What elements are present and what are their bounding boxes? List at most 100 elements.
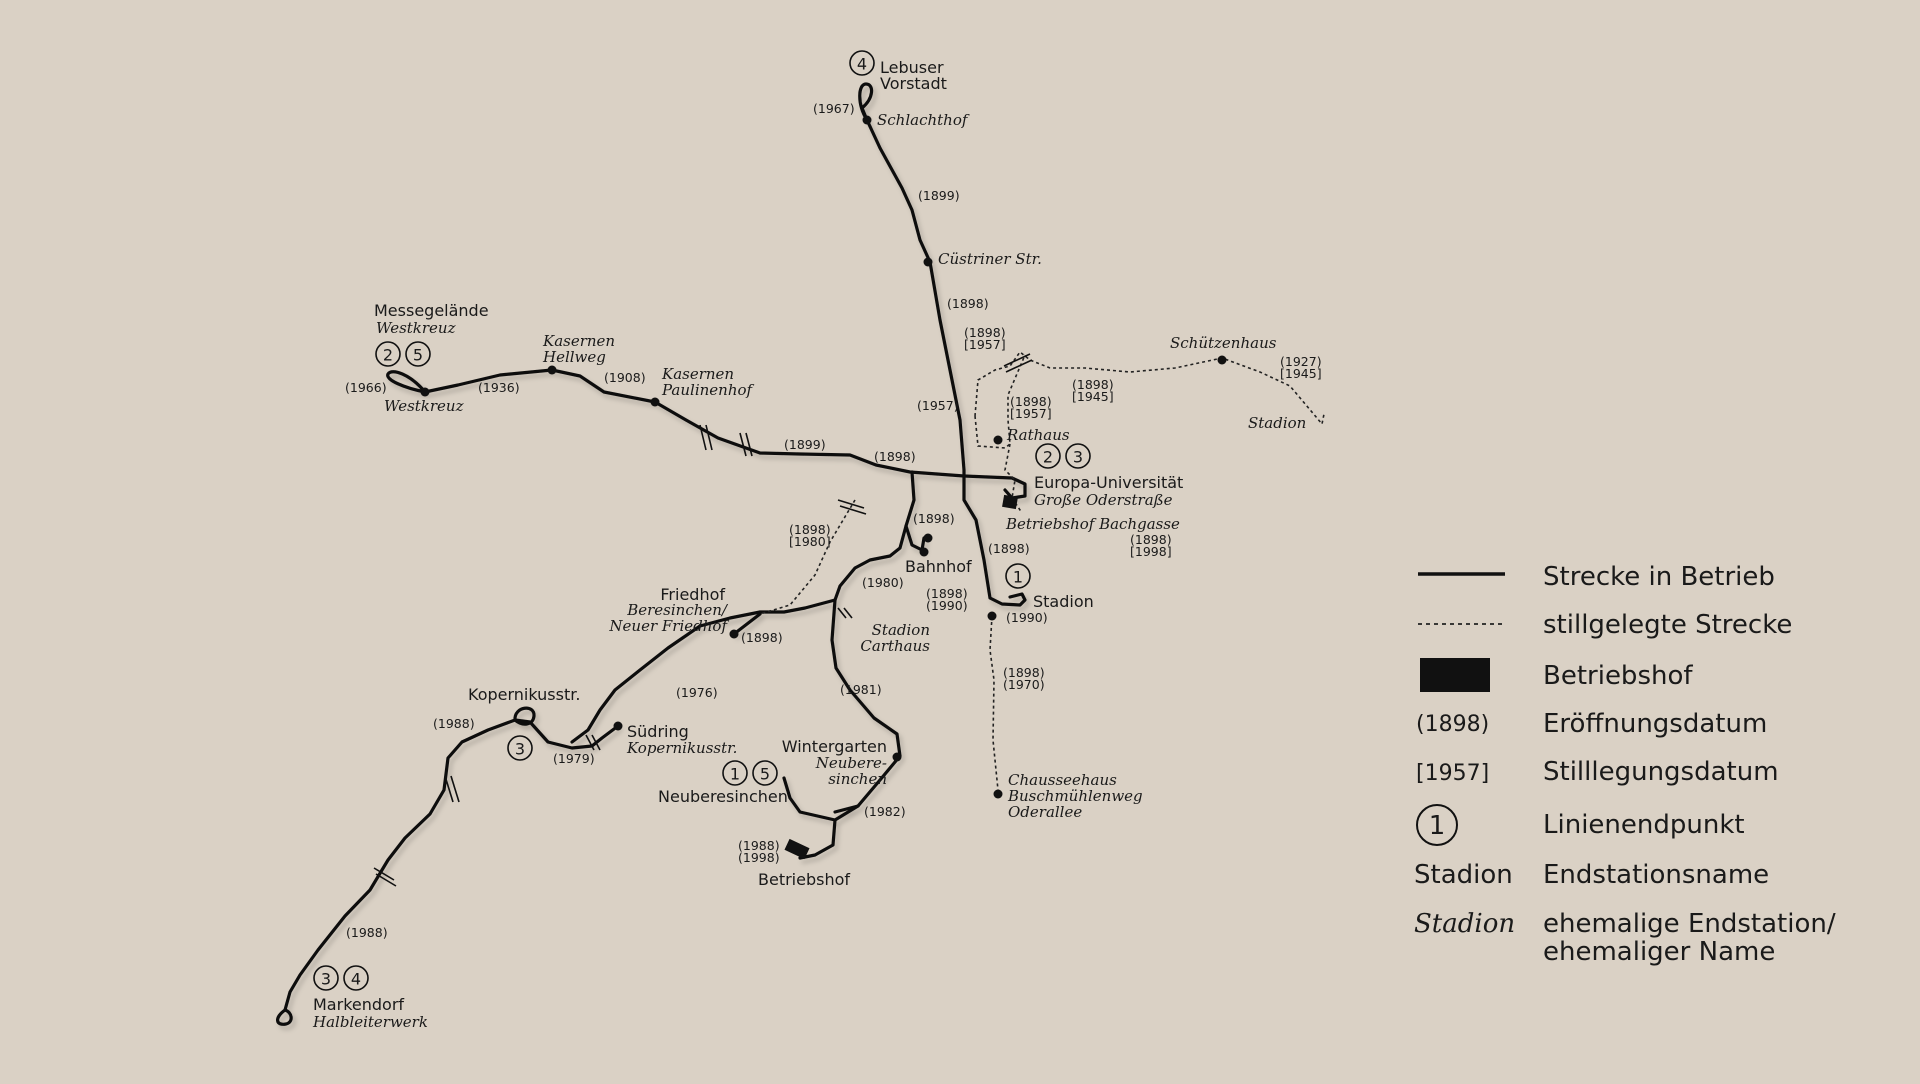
closed-rathaus-ring	[974, 354, 1026, 449]
year-1957: (1957)	[917, 398, 959, 413]
label-wintergarten: Wintergarten	[782, 737, 887, 756]
label-neuberesinchen-it: Neubere-sinchen	[815, 754, 887, 788]
label-suedring: Südring	[627, 722, 689, 741]
label-grosse-oder: Große Oderstraße	[1034, 491, 1173, 509]
legend-row-terminus: 1 Linienendpunkt	[1416, 804, 1745, 846]
lebus-loop	[858, 82, 874, 122]
year-1899-north: (1899)	[918, 188, 960, 203]
svg-text:Stilllegungsdatum: Stilllegungsdatum	[1543, 757, 1779, 787]
year-1898-1990: (1898)(1990)	[926, 586, 968, 613]
label-custriner: Cüstriner Str.	[938, 250, 1042, 268]
terminal-westkreuz-5: 5	[405, 341, 431, 367]
svg-text:Eröffnungsdatum: Eröffnungsdatum	[1543, 709, 1767, 739]
east-stub	[962, 474, 1027, 500]
terminal-lebus-4: 4	[849, 50, 875, 76]
svg-text:Stadion: Stadion	[1414, 909, 1515, 939]
label-suedring-kop: Kopernikusstr.	[626, 739, 737, 757]
friedhof-spur	[732, 612, 762, 636]
label-stadion: Stadion	[1033, 592, 1094, 611]
legend-row-depot: Betriebshof	[1420, 658, 1693, 692]
legend-former-text: ehemalige Endstation/ehemaliger Name	[1543, 909, 1836, 967]
svg-text:stillgelegte Strecke: stillgelegte Strecke	[1543, 610, 1792, 640]
year-1898-stadion: (1898)	[988, 541, 1030, 556]
year-labels: (1967) (1899) (1898) (1898)[1957] (1957)…	[345, 101, 1322, 940]
year-1898-1980: (1898)[1980]	[789, 522, 831, 549]
label-schuetzenhaus: Schützenhaus	[1170, 334, 1277, 352]
svg-text:2: 2	[1043, 448, 1053, 467]
year-1908: (1908)	[604, 370, 646, 385]
svg-text:3: 3	[1073, 448, 1083, 467]
terminal-stadion-1: 1	[1005, 563, 1031, 589]
terminal-neuberesinchen-5: 5	[752, 760, 778, 786]
year-1898-bahnhof: (1898)	[913, 511, 955, 526]
legend-row-former: Stadion ehemalige Endstation/ehemaliger …	[1414, 909, 1836, 967]
kopernikus-loop	[513, 706, 536, 726]
westkreuz-loop	[386, 370, 427, 394]
svg-text:Stadion: Stadion	[1414, 860, 1513, 890]
neuberesinchen-spur	[833, 804, 860, 814]
closed-lines	[759, 350, 1325, 791]
bachgasse-depot	[1002, 494, 1018, 510]
depot-spur	[798, 818, 837, 860]
year-1898-junction: (1898)	[874, 449, 916, 464]
label-europa-uni: Europa-Universität	[1034, 473, 1183, 492]
svg-text:1: 1	[730, 765, 740, 784]
closed-schuetzenhaus	[974, 350, 1325, 426]
svg-text:[1957]: [1957]	[1416, 761, 1489, 786]
legend: Strecke in Betrieb stillgelegte Strecke …	[1414, 562, 1836, 967]
label-halbleiterwerk: Halbleiterwerk	[312, 1013, 428, 1031]
legend-row-open: (1898) Eröffnungsdatum	[1416, 709, 1767, 739]
legend-row-closed: stillgelegte Strecke	[1418, 610, 1792, 640]
label-rathaus: Rathaus	[1006, 426, 1070, 444]
stadion-branch	[962, 474, 1027, 607]
year-1967: (1967)	[813, 101, 855, 116]
svg-text:1: 1	[1429, 811, 1446, 841]
closed-beresinchen	[759, 499, 856, 615]
svg-text:3: 3	[321, 970, 331, 989]
year-1898-1957-b: (1898)[1957]	[1010, 394, 1052, 421]
closed-east-loop	[1004, 443, 1016, 499]
year-1898-north: (1898)	[947, 296, 989, 311]
west-line	[423, 368, 966, 478]
year-1966: (1966)	[345, 380, 387, 395]
label-bachgasse: Betriebshof Bachgasse	[1005, 515, 1180, 533]
year-1988-kop: (1988)	[433, 716, 475, 731]
year-1927-1945: (1927)[1945]	[1280, 354, 1322, 381]
legend-row-close: [1957] Stilllegungsdatum	[1416, 757, 1779, 787]
svg-text:Betriebshof: Betriebshof	[1543, 661, 1693, 691]
year-1898-1970: (1898)(1970)	[1003, 665, 1045, 692]
label-messegelaende: Messegelände	[374, 301, 489, 320]
label-beresinchen: Beresinchen/Neuer Friedhof	[608, 601, 729, 635]
year-1898-1998: (1898)[1998]	[1130, 532, 1172, 559]
svg-text:3: 3	[515, 740, 525, 759]
closed-bachgasse	[1011, 497, 1023, 513]
legend-row-active: Strecke in Betrieb	[1418, 562, 1775, 592]
terminals: 4 2 5 2 3 1 3 1	[313, 50, 1091, 991]
terminal-neuberesinchen-1: 1	[722, 760, 748, 786]
terminal-kopernikus-3: 3	[507, 735, 533, 761]
legend-row-name: Stadion Endstationsname	[1414, 860, 1769, 890]
label-schlachthof: Schlachthof	[877, 111, 970, 129]
station-dots	[420, 115, 1227, 799]
svg-text:4: 4	[351, 970, 361, 989]
markendorf-loop	[276, 1008, 293, 1026]
label-westkreuz-top: Westkreuz	[376, 319, 456, 337]
svg-text:Linienendpunkt: Linienendpunkt	[1543, 810, 1745, 840]
svg-text:2: 2	[383, 346, 393, 365]
svg-text:4: 4	[857, 55, 867, 74]
markendorf-line	[283, 718, 517, 1012]
terminal-markendorf-3: 3	[313, 965, 339, 991]
year-1982: (1982)	[864, 804, 906, 819]
label-markendorf: Markendorf	[313, 995, 404, 1014]
year-1979: (1979)	[553, 751, 595, 766]
year-1988-1998: (1988)(1998)	[738, 838, 780, 865]
year-1899-west: (1899)	[784, 437, 826, 452]
label-stadion-ne: Stadion	[1248, 414, 1306, 432]
svg-text:1: 1	[1013, 568, 1023, 587]
